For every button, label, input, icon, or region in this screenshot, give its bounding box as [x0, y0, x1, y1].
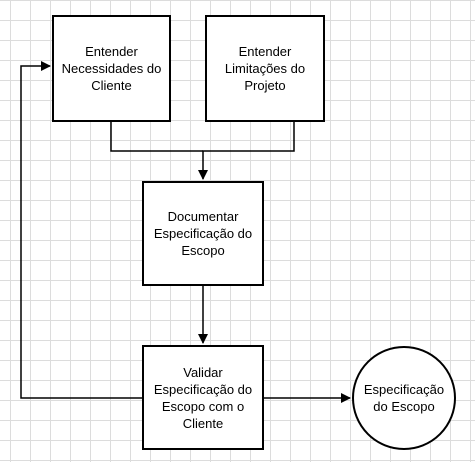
process-box-entender-necessidades[interactable]: Entender Necessidades do Cliente: [52, 15, 171, 122]
edge-validar-to-entender-necessidades: [20, 61, 142, 399]
process-box-documentar-especificacao[interactable]: Documentar Especificação do Escopo: [142, 181, 264, 286]
node-label: Entender Necessidades do Cliente: [61, 44, 162, 93]
edge-entender-limitacoes-to-documentar: [198, 122, 295, 180]
node-label: Especificação do Escopo: [363, 382, 445, 414]
node-label: Documentar Especificação do Escopo: [153, 209, 253, 258]
process-box-entender-limitacoes[interactable]: Entender Limitações do Projeto: [205, 15, 325, 122]
edge-entender-necessidades-to-documentar: [110, 122, 203, 152]
process-box-validar-especificacao[interactable]: Validar Especificação do Escopo com o Cl…: [142, 345, 264, 450]
node-label: Entender Limitações do Projeto: [224, 44, 306, 93]
terminal-circle-especificacao-do-escopo[interactable]: Especificação do Escopo: [352, 346, 456, 450]
node-label: Validar Especificação do Escopo com o Cl…: [153, 364, 253, 431]
